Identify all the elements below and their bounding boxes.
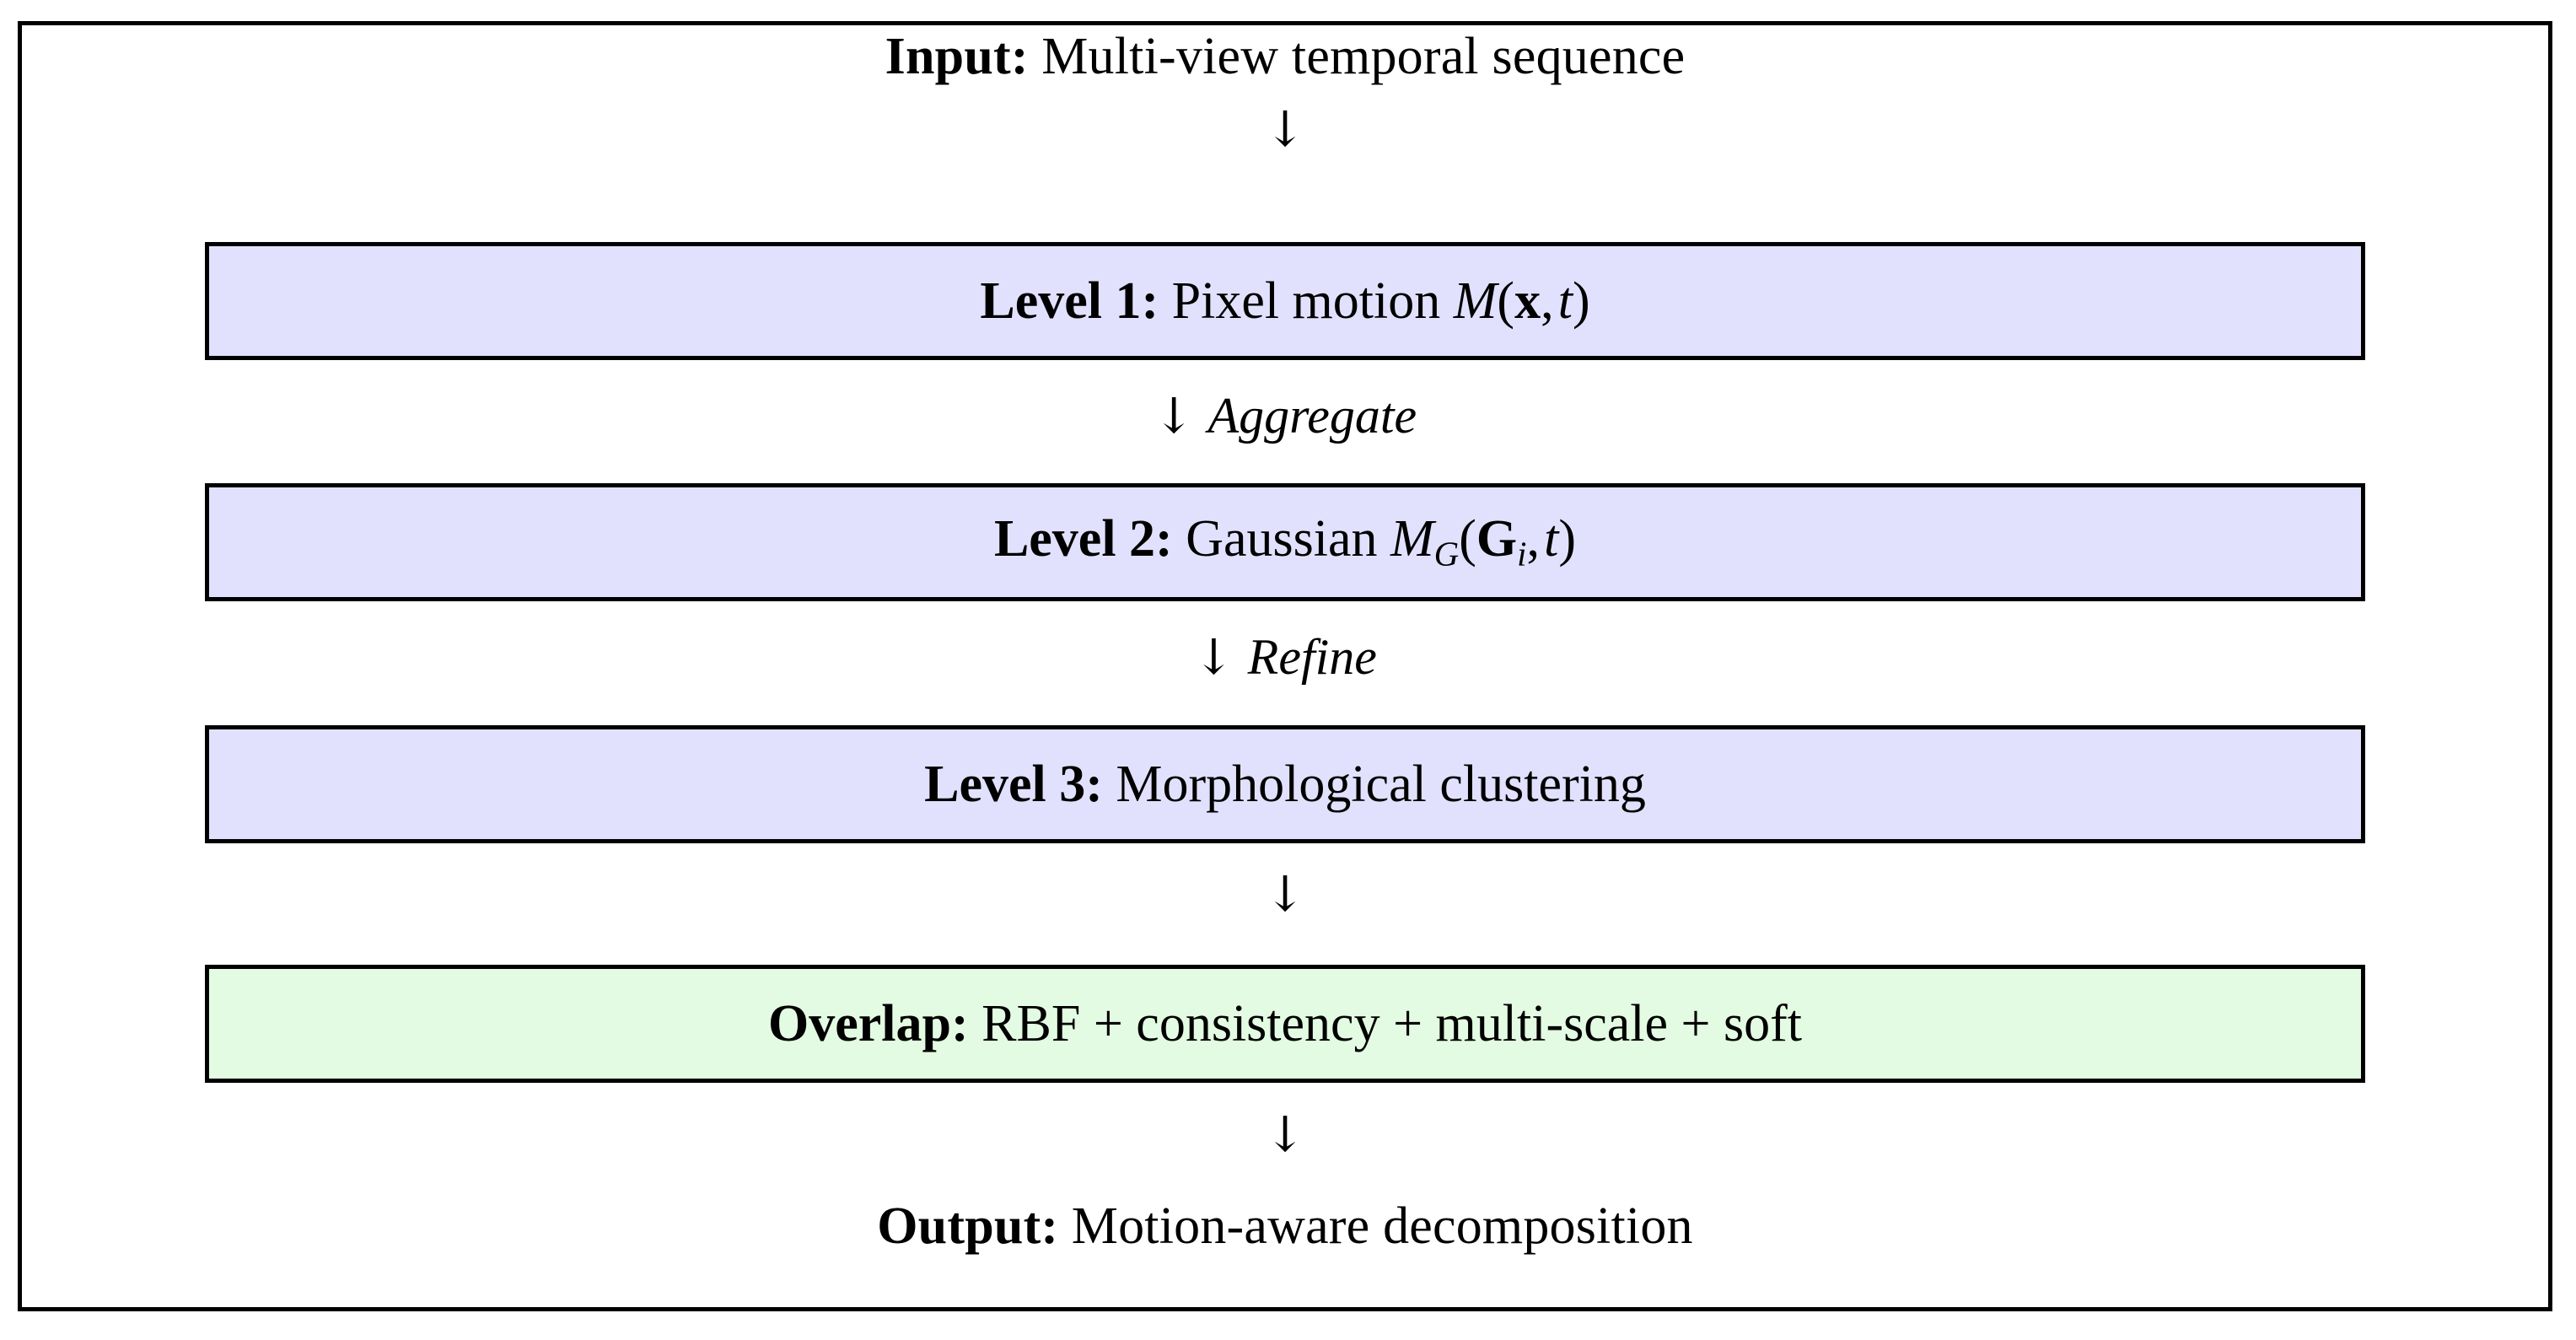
level2-box[interactable]: Level 2: Gaussian MG(Gi, t) (205, 483, 2365, 601)
level1-math-close: ) (1572, 272, 1590, 330)
input-text: Multi-view temporal sequence (1041, 28, 1686, 85)
output-row: Output: Motion-aware decomposition (22, 1200, 2548, 1252)
level1-label: Level 1: (980, 272, 1159, 330)
figure-outer-border (18, 21, 2552, 1311)
connector-input-to-level1: ↓ (22, 104, 2548, 154)
level3-box-text: Level 3: Morphological clustering (924, 758, 1646, 810)
level1-math: M(x, t) (1454, 272, 1590, 330)
level2-math-fn-sub: G (1433, 535, 1460, 573)
overlap-text: RBF + consistency + multi-scale + soft (981, 995, 1802, 1052)
overlap-box[interactable]: Overlap: RBF + consistency + multi-scale… (205, 965, 2365, 1083)
overlap-box-text: Overlap: RBF + consistency + multi-scale… (768, 998, 1802, 1050)
connector-level2-to-level3: ↓Refine (22, 632, 2548, 682)
level2-math-arg1-sub: i (1517, 535, 1527, 573)
down-arrow-icon: ↓ (1264, 1106, 1306, 1163)
connector-level1-to-level2: ↓Aggregate (22, 390, 2548, 441)
level3-text: Morphological clustering (1116, 756, 1646, 813)
connector-overlap-to-output: ↓ (22, 1109, 2548, 1160)
level2-math-comma: , (1526, 509, 1540, 568)
overlap-label: Overlap: (768, 995, 969, 1052)
down-arrow-icon: ↓ (1264, 100, 1306, 158)
down-arrow-icon: ↓ (1193, 628, 1234, 686)
level2-box-text: Level 2: Gaussian MG(Gi, t) (994, 513, 1576, 572)
down-arrow-icon: ↓ (1264, 865, 1306, 923)
level2-math-arg1: G (1476, 509, 1518, 568)
level2-math-fn: M (1390, 509, 1434, 568)
level1-text: Pixel motion (1171, 272, 1441, 330)
connector-level3-to-overlap: ↓ (22, 869, 2548, 919)
input-label: Input: (885, 28, 1029, 85)
level1-math-arg2: t (1557, 272, 1573, 330)
level2-math-arg2: t (1544, 509, 1559, 568)
level2-text: Gaussian (1186, 509, 1378, 568)
output-text: Motion-aware decomposition (1071, 1197, 1693, 1255)
connector-aggregate-label: Aggregate (1207, 388, 1417, 444)
level1-math-fn: M (1453, 272, 1498, 330)
output-label: Output: (877, 1197, 1059, 1255)
level3-box[interactable]: Level 3: Morphological clustering (205, 725, 2365, 843)
connector-refine-label: Refine (1247, 629, 1377, 685)
level1-math-comma: , (1541, 272, 1554, 330)
down-arrow-icon: ↓ (1153, 387, 1195, 444)
level2-math: MG(Gi, t) (1390, 509, 1577, 571)
level1-math-open: ( (1497, 272, 1515, 330)
level1-math-arg1: x (1514, 272, 1541, 330)
level1-box[interactable]: Level 1: Pixel motion M(x, t) (205, 242, 2365, 360)
level3-label: Level 3: (924, 756, 1103, 813)
flowchart-stack: Input: Multi-view temporal sequence ↓ Le… (22, 25, 2548, 1307)
level1-box-text: Level 1: Pixel motion M(x, t) (980, 275, 1589, 327)
level2-label: Level 2: (993, 509, 1173, 568)
level2-math-open: ( (1459, 509, 1476, 568)
input-row: Input: Multi-view temporal sequence (22, 30, 2548, 83)
level2-math-close: ) (1558, 509, 1577, 568)
